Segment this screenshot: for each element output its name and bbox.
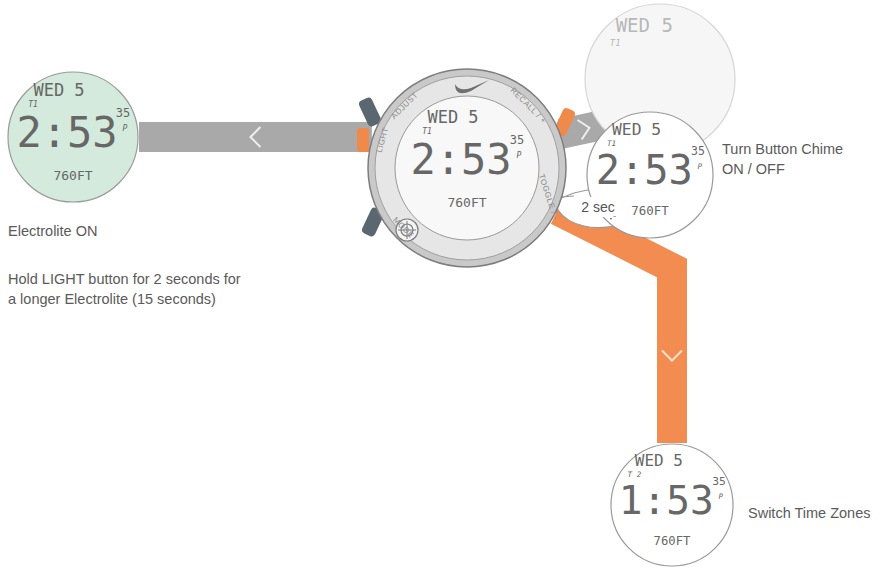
watch-face: WED 5T12:5335P760FTLIGHTADJUSTMODERECALL… <box>367 68 567 268</box>
pm-indicator: P <box>719 494 724 502</box>
altitude-readout: 760FT <box>631 205 669 217</box>
altitude-readout: 760FT <box>447 196 486 209</box>
pm-indicator: P <box>698 163 703 171</box>
watch-case <box>368 69 566 267</box>
caption: Electrolite ON <box>8 222 208 242</box>
pm-indicator: P <box>123 125 128 133</box>
zone-indicator: T1 <box>607 140 616 148</box>
time-digits: 2:53 <box>596 151 693 191</box>
arrow-chevron <box>662 351 682 361</box>
time-digits: 1:53 <box>619 481 714 520</box>
day-date: WED 5 <box>427 109 478 126</box>
connector-path <box>558 210 672 443</box>
zone-indicator: T1 <box>422 128 432 136</box>
day-date: WED 5 <box>33 82 84 99</box>
display-circle: WED 5 T 2 1:5335P 760FT <box>610 443 734 567</box>
display-outline <box>611 444 733 566</box>
time-digits: 2:53 <box>410 139 511 181</box>
time-digits: 2:53 <box>16 112 117 154</box>
caption: Turn Button Chime ON / OFF <box>722 140 857 179</box>
display-outline <box>587 112 713 238</box>
zone-indicator: T1 <box>28 101 38 109</box>
seconds-digits: 35 <box>510 134 524 146</box>
display-circle: WED 5 T1 2:5335P 760FT <box>7 71 139 203</box>
logo-swoosh <box>455 80 489 93</box>
display-circle: WED 5 T1 2:5335P 760FT <box>586 111 714 239</box>
duration-bubble: 2 sec <box>573 197 622 217</box>
zone-indicator: T 2 <box>628 471 642 479</box>
seconds-digits: 35 <box>691 146 705 158</box>
arrow-chevron <box>578 120 590 140</box>
zone-indicator: T1 <box>610 39 621 48</box>
side-button <box>357 128 369 152</box>
day-date: WED 5 <box>616 17 673 36</box>
caption-note: Hold LIGHT button for 2 seconds for a lo… <box>8 270 248 309</box>
display-outline <box>8 72 138 202</box>
altitude-readout: 760FT <box>654 535 691 547</box>
caption: Switch Time Zones <box>748 504 888 524</box>
connector-path <box>139 122 372 152</box>
day-date: WED 5 <box>635 453 683 469</box>
arrow-chevron <box>250 127 260 147</box>
pm-indicator: P <box>517 152 522 160</box>
connector-band <box>558 210 682 443</box>
day-date: WED 5 <box>612 122 661 138</box>
watch-lcd <box>395 96 539 240</box>
seconds-digits: 35 <box>712 477 726 488</box>
altitude-readout: 760FT <box>53 169 92 182</box>
watch-bezel <box>375 76 559 260</box>
connector-band <box>139 127 372 147</box>
seconds-digits: 35 <box>116 107 130 119</box>
